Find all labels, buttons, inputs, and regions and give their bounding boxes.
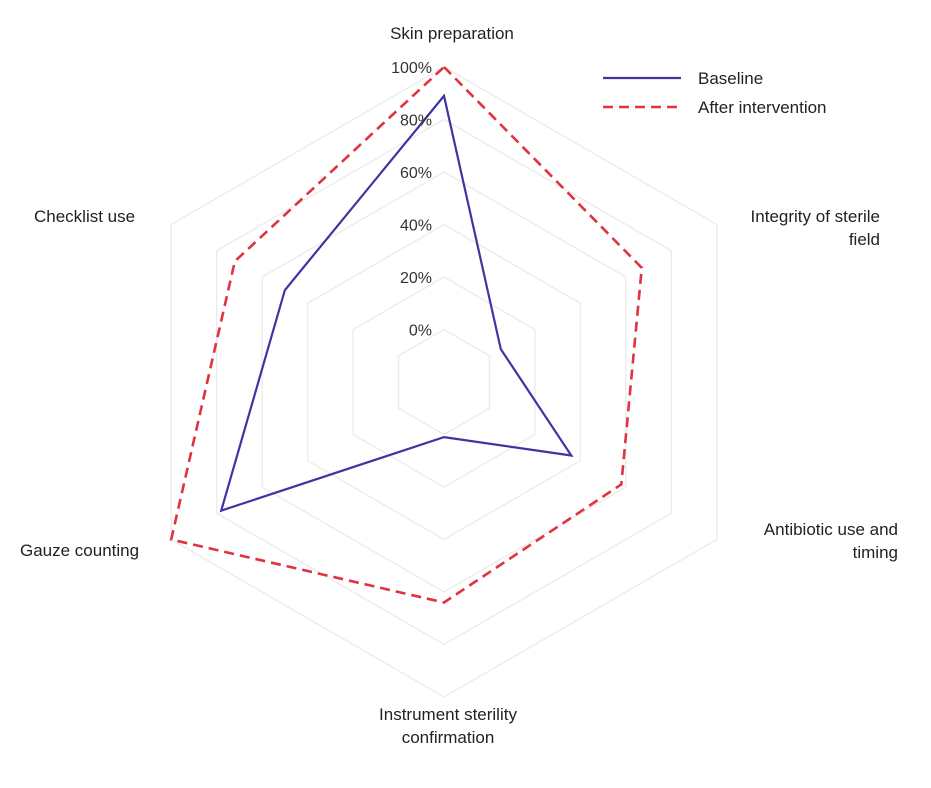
axis-label: Antibiotic use and timing: [764, 520, 898, 562]
tick-label: 100%: [391, 60, 432, 77]
axis-label-line: Checklist use: [34, 207, 135, 226]
tick-label-layer: 0% 20% 40% 60% 80% 100%: [391, 60, 432, 340]
axis-label: Checklist use: [34, 207, 135, 226]
axis-label-line: Antibiotic use and: [764, 520, 898, 539]
axis-label-line: timing: [853, 543, 898, 562]
axis-label: Skin preparation: [390, 24, 514, 43]
grid-ring: [397, 328, 491, 436]
tick-label: 20%: [400, 270, 432, 287]
axis-label-line: Gauze counting: [20, 541, 139, 560]
series-line-baseline: [219, 93, 574, 513]
axis-label-line: field: [849, 230, 880, 249]
series-line-after-intervention: [169, 65, 644, 604]
legend-label-baseline: Baseline: [698, 69, 763, 88]
tick-label: 0%: [409, 323, 432, 340]
grid-ring: [352, 276, 536, 488]
axis-label: Integrity of sterile field: [751, 207, 880, 249]
legend: Baseline After intervention: [603, 69, 827, 117]
grid-ring: [261, 171, 627, 593]
axis-label: Gauze counting: [20, 541, 139, 560]
grid-ring: [170, 66, 718, 698]
tick-label: 60%: [400, 165, 432, 182]
grid-ring: [215, 118, 673, 646]
axis-label: Instrument sterility confirmation: [379, 705, 517, 747]
tick-label: 80%: [400, 113, 432, 130]
grid-layer: [170, 66, 718, 698]
grid-ring: [306, 223, 582, 541]
axis-label-line: Instrument sterility: [379, 705, 517, 724]
legend-label-after-intervention: After intervention: [698, 98, 827, 117]
axis-label-line: confirmation: [402, 728, 495, 747]
axis-label-line: Integrity of sterile: [751, 207, 880, 226]
axis-label-line: Skin preparation: [390, 24, 514, 43]
series-layer: [169, 65, 644, 604]
tick-label: 40%: [400, 218, 432, 235]
